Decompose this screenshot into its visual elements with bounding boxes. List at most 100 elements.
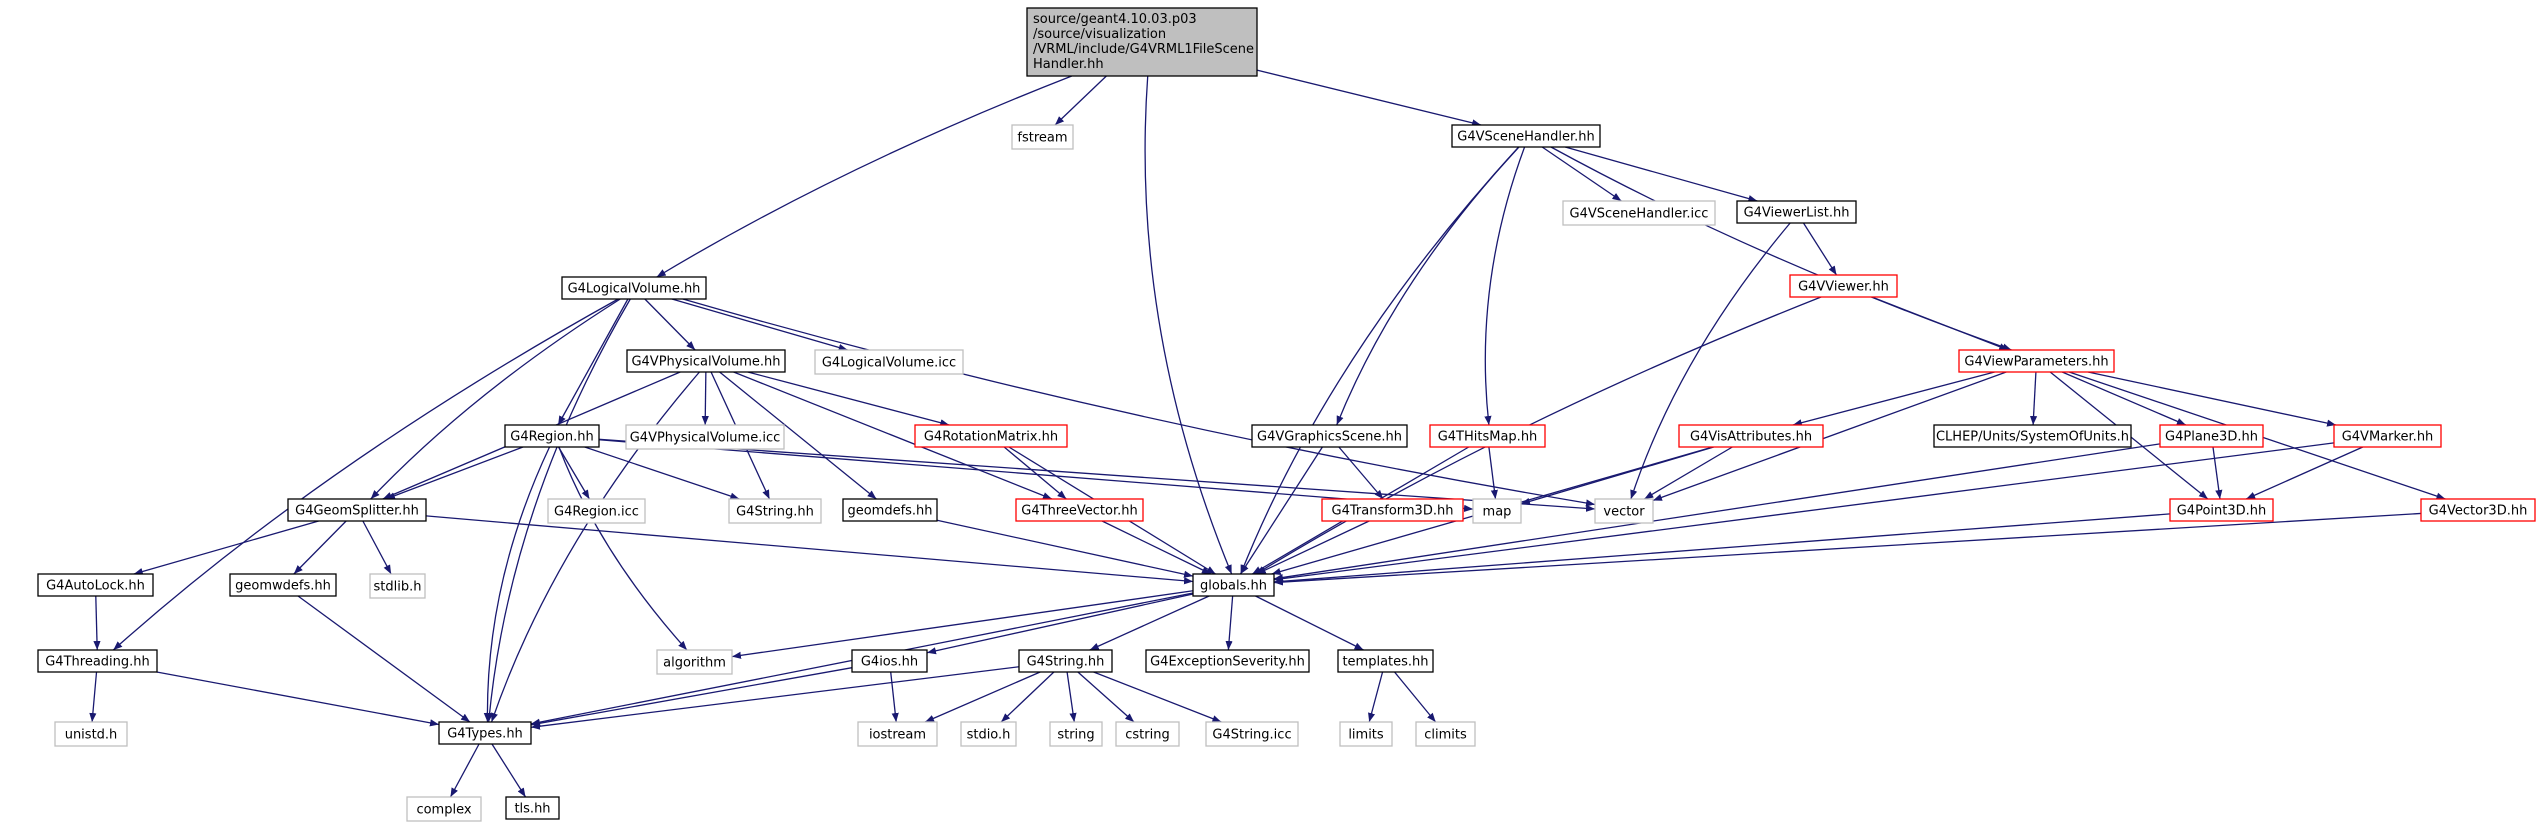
node-g4vscenehandler[interactable]: G4VSceneHandler.hh [1451,124,1601,148]
node-g4vscenehandler-icc: G4VSceneHandler.icc [1562,200,1716,226]
node-g4vgraphicsscene[interactable]: G4VGraphicsScene.hh [1251,424,1408,448]
edge-g4vmarker-to-globals [1273,442,2335,583]
node-box [37,573,154,597]
node-label: cstring [1125,728,1169,743]
node-tls[interactable]: tls.hh [505,796,560,820]
node-label: G4String.icc [1212,728,1291,743]
node-label: G4VPhysicalVolume.hh [631,355,780,370]
node-g4vviewer[interactable]: G4VViewer.hh [1789,274,1898,298]
node-g4logicalvolume[interactable]: G4LogicalVolume.hh [561,276,707,300]
node-g4string[interactable]: G4String.hh [1018,649,1113,673]
node-box [851,649,928,673]
node-label: G4RotationMatrix.hh [924,430,1058,445]
node-g4viewparameters[interactable]: G4ViewParameters.hh [1958,349,2115,373]
edge-g4viewparameters-to-vector [1652,371,2007,502]
node-box [1339,721,1393,747]
node-label: G4VGraphicsScene.hh [1257,430,1402,445]
node-clhep-units[interactable]: CLHEP/Units/SystemOfUnits.h [1933,424,2132,448]
edge-g4string-to-iostream [924,671,1041,723]
node-g4ios[interactable]: G4ios.hh [851,649,928,673]
node-label: G4ios.hh [861,655,918,670]
node-box [54,721,128,747]
node-box [1562,200,1716,226]
node-box [406,796,482,822]
edge-g4logicalvolume-to-g4types [485,298,631,723]
node-g4types[interactable]: G4Types.hh [438,721,532,745]
node-box [1933,424,2132,448]
edge-g4vector3d-to-globals [1273,512,2422,586]
edge-g4string-to-stdio [1000,671,1055,723]
node-box [1451,124,1601,148]
edge-g4vgraphicsscene-to-g4transform3d [1338,446,1384,500]
node-geomdefs[interactable]: geomdefs.hh [842,498,938,522]
node-g4exceptionseverity[interactable]: G4ExceptionSeverity.hh [1145,649,1310,673]
root-label-line: /VRML/include/G4VRML1FileScene [1033,42,1254,57]
edge-g4threevector-to-globals [1101,520,1212,575]
node-box [438,721,532,745]
edge-templates-to-limits [1368,671,1384,723]
node-g4transform3d[interactable]: G4Transform3D.hh [1321,498,1464,522]
node-box [287,498,427,522]
node-label: G4VMarker.hh [2342,430,2434,445]
edge-g4region-to-g4geomsplitter [385,446,524,500]
node-g4rotationmatrix[interactable]: G4RotationMatrix.hh [914,424,1068,448]
node-g4threading[interactable]: G4Threading.hh [37,649,158,673]
node-algorithm: algorithm [656,649,733,675]
node-label: algorithm [663,656,726,671]
node-g4autolock[interactable]: G4AutoLock.hh [37,573,154,597]
node-box [1251,424,1408,448]
node-g4vmarker[interactable]: G4VMarker.hh [2333,424,2442,448]
node-label: G4ThreeVector.hh [1021,504,1137,519]
node-g4vphysicalvolume[interactable]: G4VPhysicalVolume.hh [626,349,786,373]
node-vector: vector [1594,498,1654,524]
node-box [728,498,822,524]
node-label: climits [1424,728,1467,743]
edge-g4string-to-string [1066,671,1077,723]
node-g4visattributes[interactable]: G4VisAttributes.hh [1678,424,1824,448]
edge-g4vphysicalvolume-to-geomdefs [719,371,877,500]
edge-globals-to-g4exceptionseverity [1225,595,1234,651]
node-box [1205,721,1299,747]
node-box [1115,721,1180,747]
node-g4viewerlist[interactable]: G4ViewerList.hh [1736,200,1857,224]
node-g4threevector[interactable]: G4ThreeVector.hh [1015,498,1144,522]
node-box [1026,7,1258,77]
node-box [1049,721,1103,747]
edge-g4logicalvolume-to-g4threading [112,298,619,651]
node-label: stdio.h [967,728,1011,743]
edge-g4ios-to-iostream [890,671,899,723]
node-label: G4Types.hh [447,727,523,742]
edge-g4vgraphicsscene-to-globals [1240,446,1323,575]
node-templates[interactable]: templates.hh [1337,649,1434,673]
edge-g4viewparameters-to-g4vmarker [2087,371,2337,427]
node-g4vector3d[interactable]: G4Vector3D.hh [2420,498,2536,522]
node-label: geomwdefs.hh [235,579,331,594]
edge-g4rotationmatrix-to-g4threevector [1003,446,1067,500]
node-box [1415,721,1476,747]
edge-g4visattributes-to-vector [1643,446,1733,500]
node-label: tls.hh [514,802,550,817]
node-g4geomsplitter[interactable]: G4GeomSplitter.hh [287,498,427,522]
node-g4thitsmap[interactable]: G4THitsMap.hh [1429,424,1546,448]
node-g4logicalvolume-icc: G4LogicalVolume.icc [814,349,964,375]
node-globals[interactable]: globals.hh [1192,573,1275,597]
node-label: G4Vector3D.hh [2429,504,2528,519]
node-label: G4ViewParameters.hh [1964,355,2108,370]
edge-g4types-to-complex [449,743,480,798]
node-box [1337,649,1434,673]
node-box [626,349,786,373]
node-g4point3d[interactable]: G4Point3D.hh [2169,498,2274,522]
node-g4region[interactable]: G4Region.hh [504,424,600,448]
node-box [914,424,1068,448]
node-label: fstream [1017,131,1067,146]
node-label: G4Plane3D.hh [2165,430,2258,445]
edge-g4geomsplitter-to-geomwdefs [293,520,347,575]
edge-g4plane3d-to-globals [1273,443,2161,582]
node-label: G4ViewerList.hh [1744,206,1850,221]
edge-g4region-to-algorithm [558,446,688,651]
node-label: G4String.hh [736,505,814,520]
node-g4plane3d[interactable]: G4Plane3D.hh [2159,424,2264,448]
node-geomwdefs[interactable]: geomwdefs.hh [229,573,337,597]
node-label: G4String.hh [1027,655,1105,670]
nodes: source/geant4.10.03.p03/source/visualiza… [37,7,2536,822]
